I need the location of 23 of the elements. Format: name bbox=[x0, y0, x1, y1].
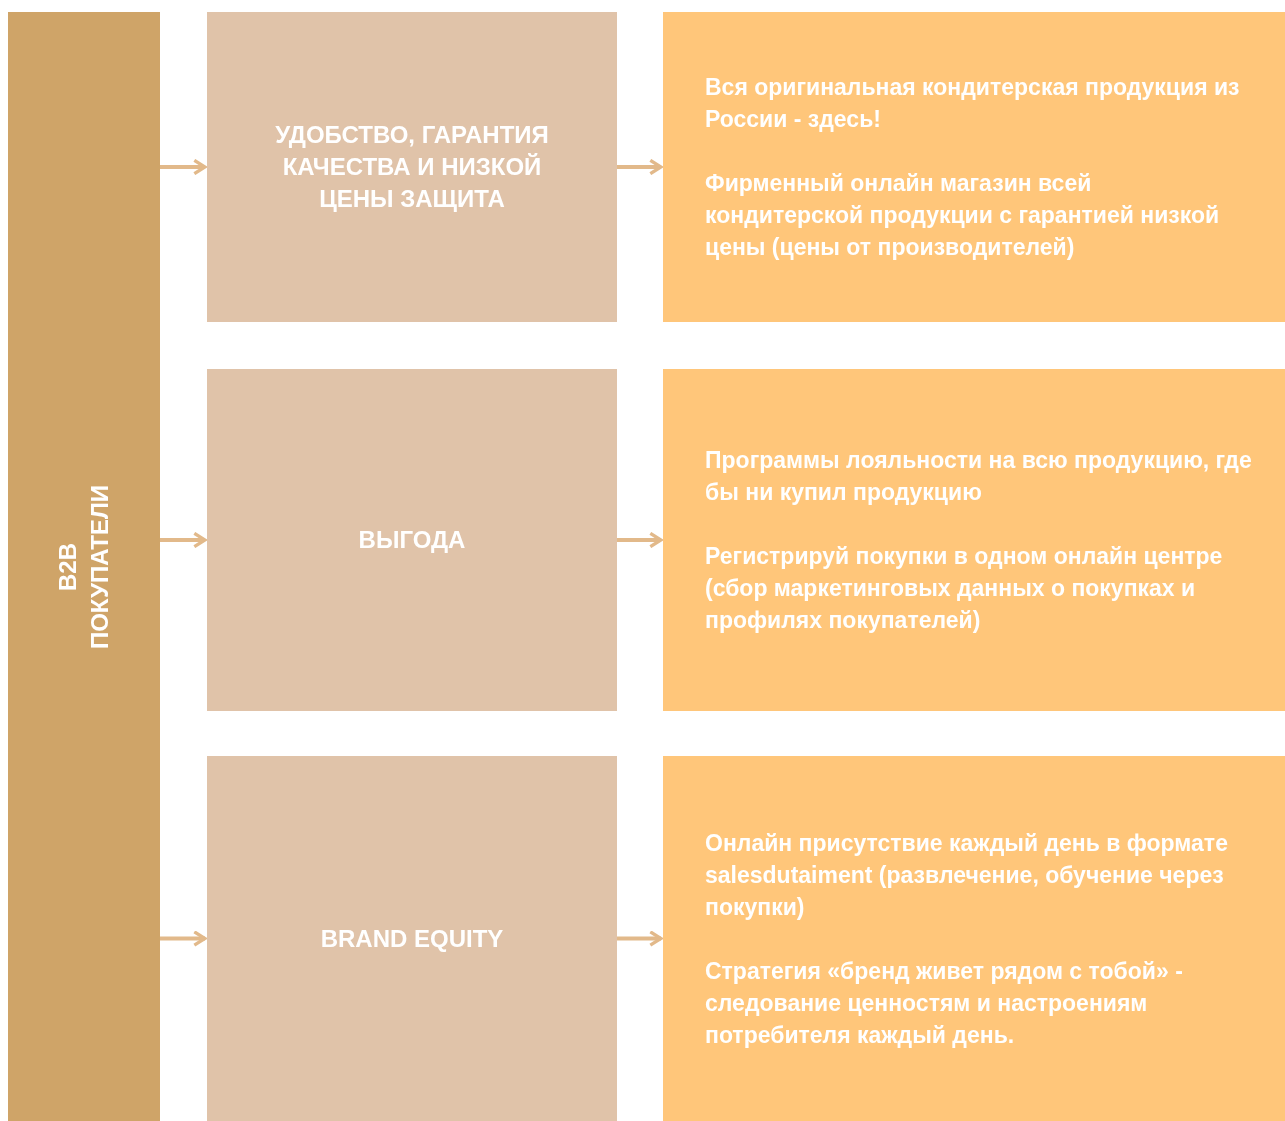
arrow bbox=[617, 158, 663, 176]
arrow bbox=[160, 531, 207, 549]
description-text: Стратегия «бренд живет рядом с тобой» - следование ценностям и настроениям потребителя каждый день. bbox=[705, 956, 1184, 1050]
category-bar bbox=[8, 12, 160, 1121]
description-text: Фирменный онлайн магазин всей кондитерской продукции с гарантией низкой цены (цены от производителей) bbox=[705, 169, 1221, 262]
description-box bbox=[663, 12, 1285, 322]
value-box bbox=[207, 369, 617, 711]
arrow bbox=[617, 930, 663, 947]
arrow bbox=[160, 930, 207, 947]
description-text: Онлайн присутствие каждый день в формате salesdutaiment (развлечение, обучение через покупки) bbox=[705, 828, 1229, 922]
description-box bbox=[663, 756, 1285, 1121]
description-text: Регистрируй покупки в одном онлайн центре (сбор маркетинговых данных о покупках и профилях покупателей) bbox=[705, 542, 1224, 635]
arrow bbox=[160, 158, 207, 176]
value-box bbox=[207, 12, 617, 322]
value-title: ВЫГОДА bbox=[358, 525, 466, 555]
value-title: BRAND EQUITY bbox=[320, 923, 504, 954]
category-label: B2B ПОКУПАТЕЛИ bbox=[53, 484, 114, 649]
description-text: Вся оригинальная кондитерская продукция из России - здесь! bbox=[705, 73, 1241, 134]
arrow bbox=[617, 531, 663, 549]
value-title: УДОБСТВО, ГАРАНТИЯ КАЧЕСТВА И НИЗКОЙ ЦЕНЫ ЗАЩИТА bbox=[274, 120, 550, 214]
value-box bbox=[207, 756, 617, 1121]
description-box bbox=[663, 369, 1285, 711]
description-text: Программы лояльности на всю продукцию, где бы ни купил продукцию bbox=[705, 446, 1253, 507]
